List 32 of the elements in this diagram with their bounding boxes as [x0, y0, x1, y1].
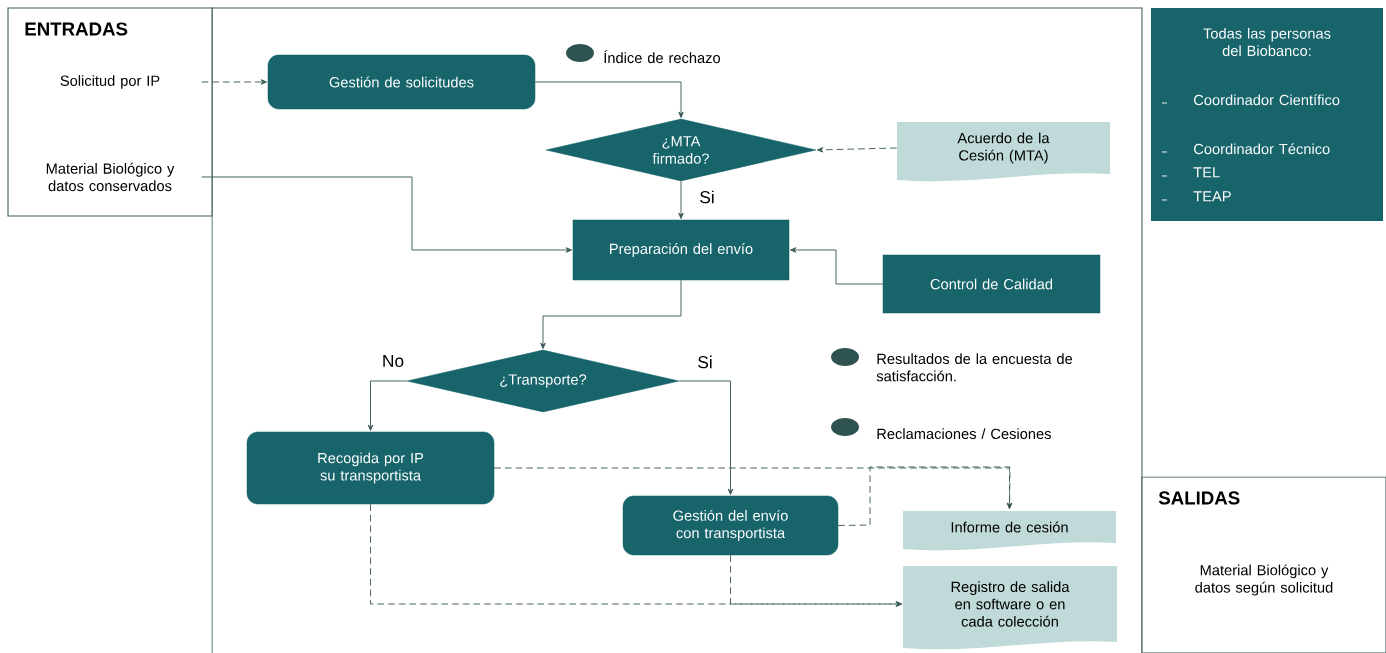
- list-item: TEL: [1161, 167, 1220, 178]
- note-text: Reclamaciones / Cesiones: [877, 428, 1051, 440]
- arrow: [678, 380, 734, 495]
- arrow: [678, 180, 684, 219]
- panel-title: SALIDAS: [1158, 491, 1240, 505]
- arrow: [534, 81, 684, 118]
- edge-label: No: [380, 353, 406, 369]
- note-text: Resultados de la encuesta de satisfacción.: [876, 353, 1073, 382]
- edge-label: Si: [695, 354, 715, 370]
- arrow: [201, 79, 267, 85]
- input-label: Material Biológico y datos conservados: [46, 162, 175, 192]
- arrow: [837, 466, 1013, 526]
- arrow: [730, 554, 902, 607]
- list-item: Coordinador Científico: [1161, 94, 1340, 106]
- process-box: Control de Calidad: [882, 254, 1101, 314]
- process-box: Preparación del envío: [572, 219, 790, 281]
- list-item: TEAP: [1161, 191, 1231, 202]
- arrow: [540, 279, 682, 349]
- panel-title: ENTRADAS: [25, 22, 128, 36]
- list-item: Coordinador Técnico: [1161, 143, 1330, 155]
- process-box: Gestión del envío con transportista: [622, 495, 839, 556]
- edge-label: Si: [697, 189, 717, 205]
- arrow: [790, 247, 884, 285]
- info-heading: Todas las personas del Biobanco:: [1203, 27, 1331, 57]
- note-text: Índice de rechazo: [604, 50, 720, 64]
- arrow: [201, 176, 572, 253]
- arrow: [367, 380, 408, 431]
- panel-text: Material Biológico y datos según solicitud: [1195, 564, 1333, 596]
- input-label: Solicitud por IP: [60, 75, 160, 89]
- process-box: Gestión de solicitudes: [267, 54, 536, 110]
- arrow: [817, 147, 898, 153]
- process-box: Recogida por IP su transportista: [246, 431, 495, 505]
